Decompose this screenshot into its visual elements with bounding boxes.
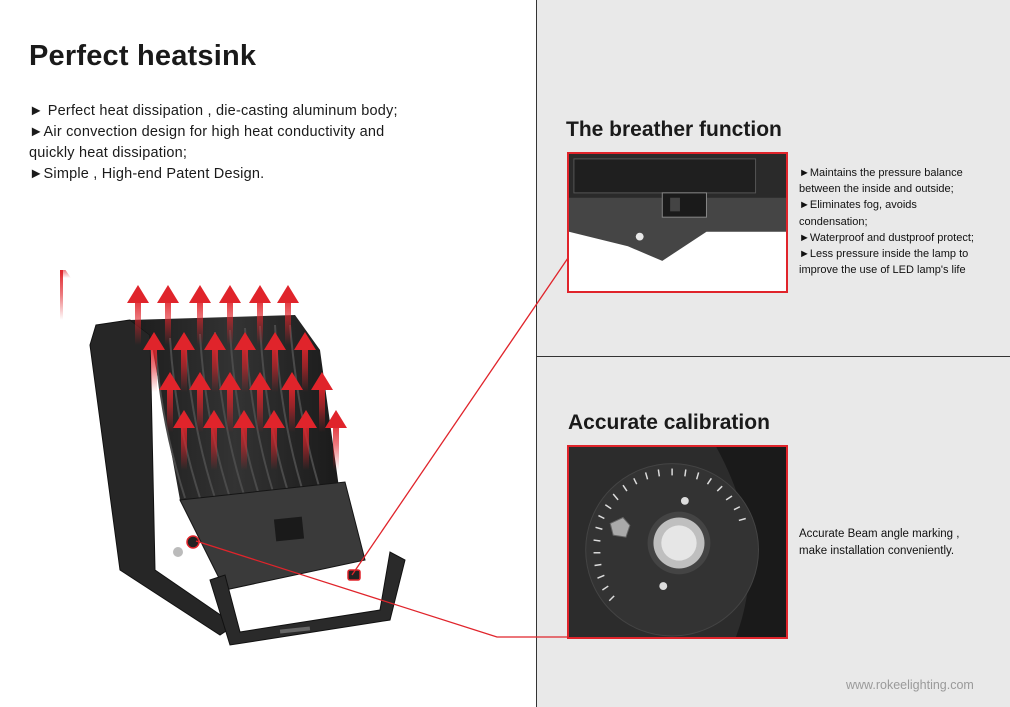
up-arrow-icon: [325, 410, 347, 470]
breather-line: improve the use of LED lamp's life: [799, 264, 966, 277]
breather-photo: [567, 152, 788, 293]
up-arrow-icon: [294, 332, 316, 392]
up-arrow-icon: [263, 410, 285, 470]
vertical-divider: [536, 0, 537, 707]
intro-bullet: ►Simple , High-end Patent Design.: [29, 166, 265, 182]
up-arrow-icon: [219, 372, 241, 432]
intro-bullet: ►Air convection design for high heat con…: [29, 124, 385, 140]
calibration-title: Accurate calibration: [568, 411, 770, 434]
up-arrow-icon: [157, 285, 179, 345]
up-arrow-icon: [173, 410, 195, 470]
up-arrow-icon: [219, 285, 241, 345]
heat-arrow-group: [60, 270, 71, 320]
horizontal-divider: [536, 356, 1010, 357]
breather-line: ►Eliminates fog, avoids: [799, 199, 917, 212]
up-arrow-icon: [173, 332, 195, 392]
breather-line: ►Less pressure inside the lamp to: [799, 248, 969, 261]
breather-line: condensation;: [799, 215, 868, 228]
website-url: www.rokeelighting.com: [846, 678, 974, 692]
intro-bullets: ► Perfect heat dissipation , die-casting…: [29, 101, 469, 185]
up-arrow-icon: [189, 285, 211, 345]
up-arrow-icon: [311, 372, 333, 432]
up-arrow-icon: [249, 285, 271, 345]
up-arrow-icon: [277, 285, 299, 345]
calibration-line: make installation conveniently.: [799, 545, 955, 557]
calibration-description: Accurate Beam angle marking , make insta…: [799, 526, 999, 560]
up-arrow-icon: [264, 332, 286, 392]
up-arrow-icon: [159, 372, 181, 432]
up-arrow-icon: [189, 372, 211, 432]
up-arrow-icon: [234, 332, 256, 392]
intro-bullet: quickly heat dissipation;: [29, 145, 188, 161]
up-arrow-icon: [281, 372, 303, 432]
page-title: Perfect heatsink: [29, 40, 257, 72]
breather-line: ►Waterproof and dustproof protect;: [799, 231, 974, 244]
breather-line: ►Maintains the pressure balance: [799, 167, 963, 179]
up-arrow-icon: [143, 332, 165, 392]
up-arrow-icon: [127, 285, 149, 345]
up-arrow-icon: [204, 332, 226, 392]
calibration-line: Accurate Beam angle marking ,: [799, 528, 960, 540]
up-arrow-icon: [249, 372, 271, 432]
up-arrow-icon: [295, 410, 317, 470]
up-arrow-icon: [203, 410, 225, 470]
up-arrow-icon: [233, 410, 255, 470]
intro-bullet: ► Perfect heat dissipation , die-casting…: [29, 103, 398, 119]
breather-title: The breather function: [566, 118, 782, 141]
calibration-photo: [567, 445, 788, 639]
breather-line: between the inside and outside;: [799, 183, 954, 196]
breather-description: ►Maintains the pressure balance between …: [799, 165, 999, 278]
floodlight-product-image: [60, 270, 406, 646]
